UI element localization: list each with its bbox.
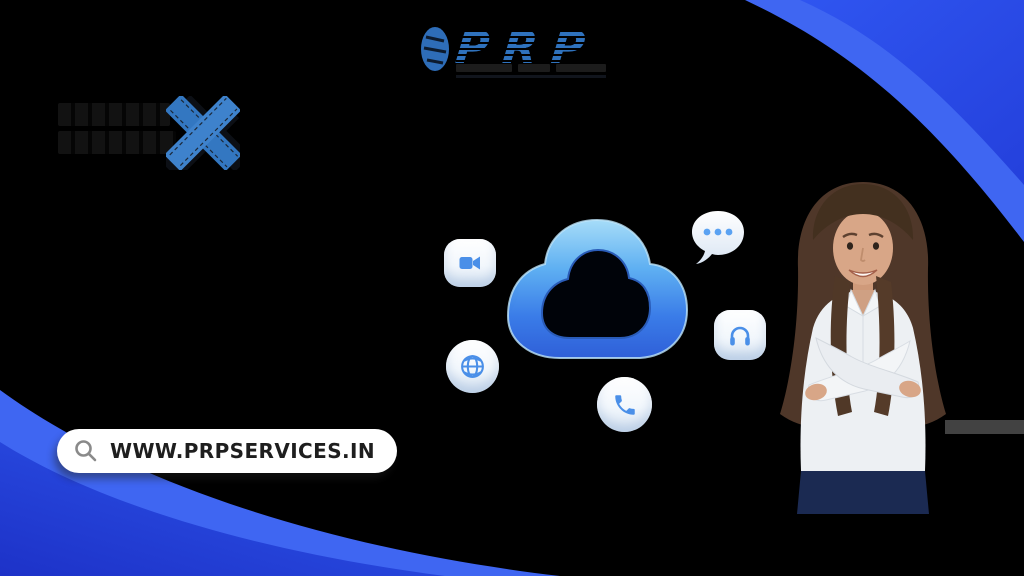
video-camera-icon	[444, 239, 496, 287]
partner-wordmark-line2	[58, 131, 176, 154]
tagline-word-bar	[456, 64, 512, 72]
woman-photo	[780, 182, 946, 514]
tagline-underline	[456, 75, 606, 78]
headphones-icon	[714, 310, 766, 360]
photo-backdrop-remnant	[945, 420, 1024, 434]
brand-tagline-illegible	[456, 64, 616, 78]
tagline-word-bar	[518, 64, 550, 72]
website-pill[interactable]: WWW.PRPSERVICES.IN	[57, 429, 397, 473]
partner-wordmark-line1	[58, 103, 170, 126]
cloud-icon	[506, 218, 689, 359]
blue-x-ribbons-icon	[166, 96, 240, 170]
phone-icon	[597, 377, 652, 432]
swoosh-top-right	[745, 0, 1024, 242]
chat-dots-icon	[692, 211, 744, 264]
partner-logo	[58, 103, 176, 154]
search-icon	[75, 440, 97, 462]
swoosh-bottom-left	[0, 390, 560, 576]
brand-globe-badge-icon	[421, 27, 449, 71]
website-url: WWW.PRPSERVICES.IN	[110, 439, 375, 463]
globe-icon	[446, 340, 499, 393]
tagline-word-bar	[556, 64, 606, 72]
